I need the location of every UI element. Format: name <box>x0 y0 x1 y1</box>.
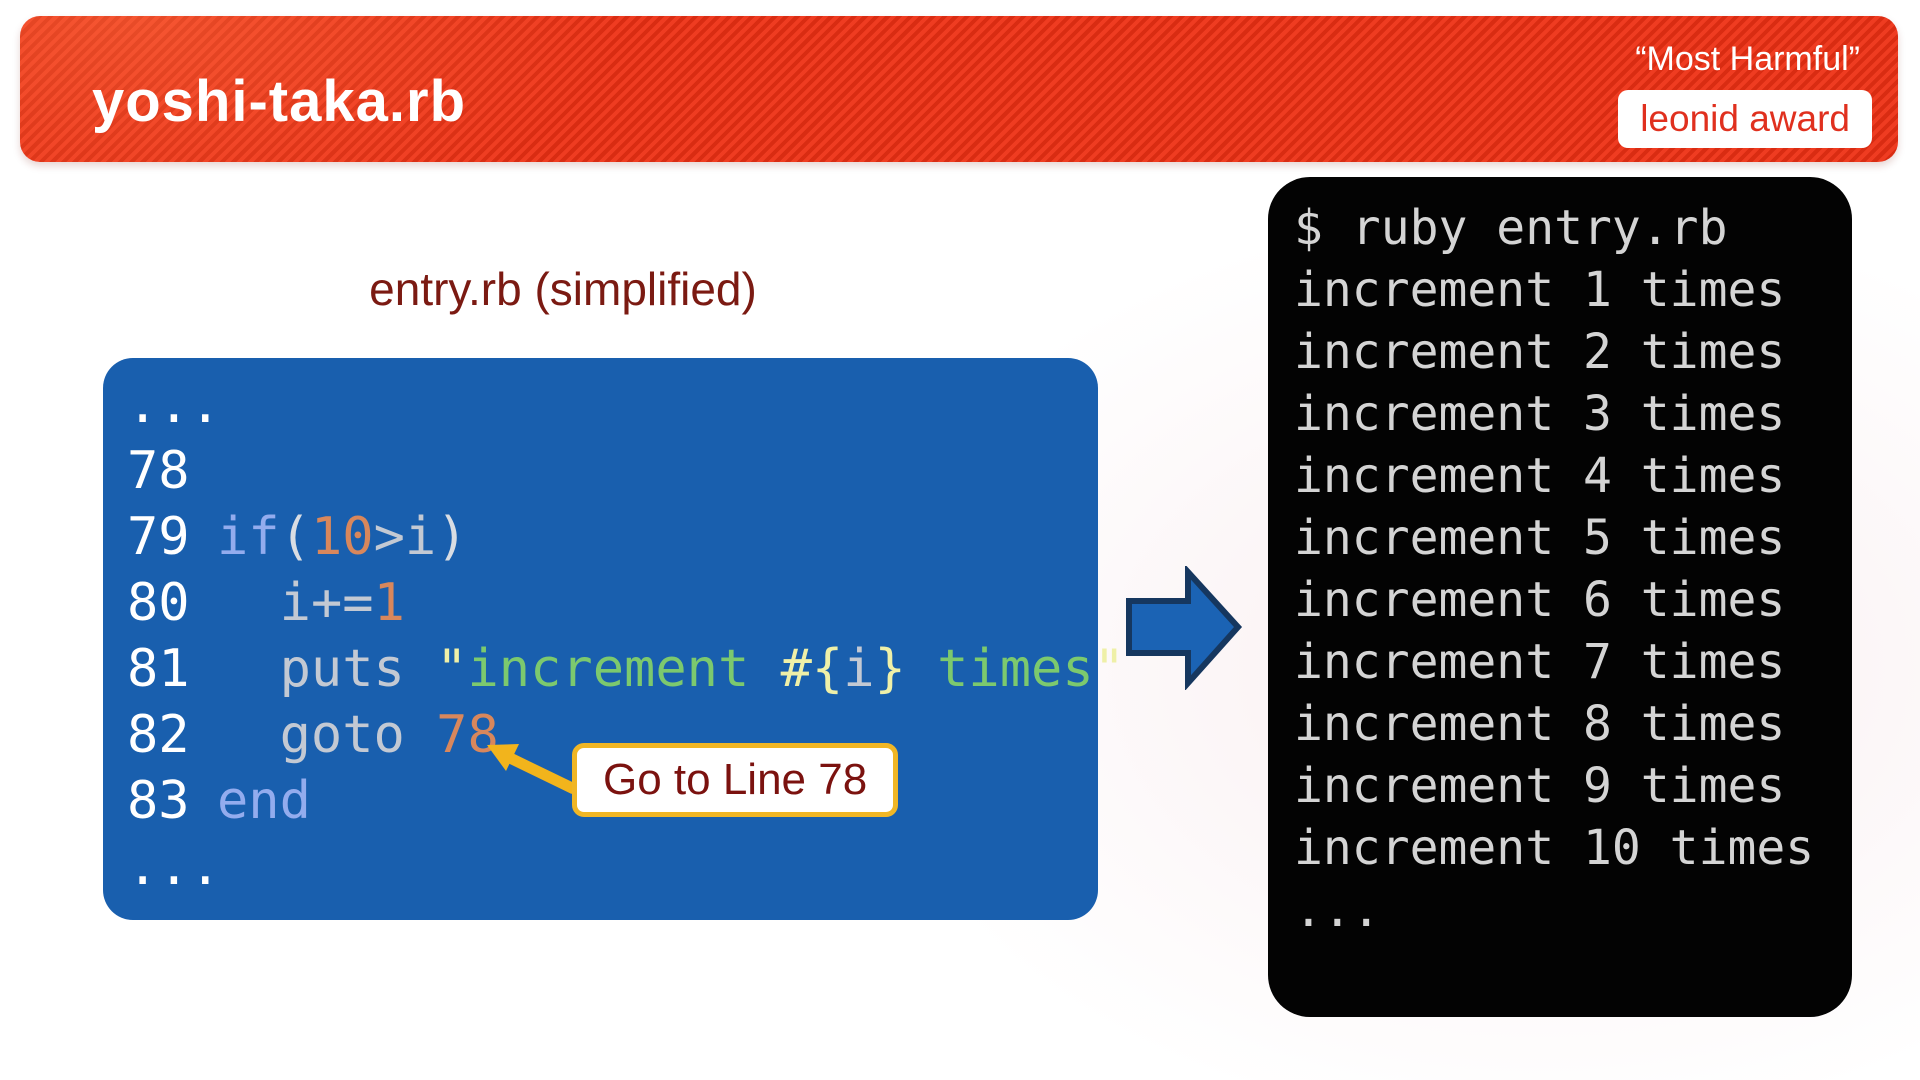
terminal-line: increment 8 times <box>1294 696 1786 752</box>
code-line: 80 i+=1 <box>127 573 405 633</box>
goto-callout: Go to Line 78 <box>572 743 899 817</box>
terminal-line: increment 6 times <box>1294 572 1786 628</box>
code-line: 82 goto 78 <box>127 705 499 765</box>
award-badge: leonid award <box>1618 90 1872 148</box>
terminal-lines: $ ruby entry.rb increment 1 times incremen… <box>1294 197 1852 941</box>
terminal-line: increment 10 times <box>1294 820 1815 876</box>
page-title: yoshi-taka.rb <box>92 69 466 134</box>
terminal-line: $ ruby entry.rb <box>1294 200 1728 256</box>
code-line: 78 <box>127 441 190 501</box>
terminal-line: increment 7 times <box>1294 634 1786 690</box>
code-line: 81 puts "increment #{i} times" <box>127 639 1125 699</box>
flow-arrow-icon <box>1126 566 1243 690</box>
terminal-line: increment 1 times <box>1294 262 1786 318</box>
code-line: ... <box>127 837 221 897</box>
code-caption: entry.rb (simplified) <box>369 263 757 315</box>
terminal-line: increment 3 times <box>1294 386 1786 442</box>
terminal-line: increment 5 times <box>1294 510 1786 566</box>
terminal-line: increment 9 times <box>1294 758 1786 814</box>
terminal-window: $ ruby entry.rb increment 1 times incremen… <box>1268 177 1852 1017</box>
terminal-line: ... <box>1294 882 1381 938</box>
title-banner: yoshi-taka.rb “Most Harmful” leonid awar… <box>20 16 1898 162</box>
goto-line-arrow-icon <box>487 744 577 794</box>
award-quote: “Most Harmful” <box>1635 40 1860 78</box>
code-line: ... <box>127 375 221 435</box>
terminal-line: increment 2 times <box>1294 324 1786 380</box>
terminal-line: increment 4 times <box>1294 448 1786 504</box>
